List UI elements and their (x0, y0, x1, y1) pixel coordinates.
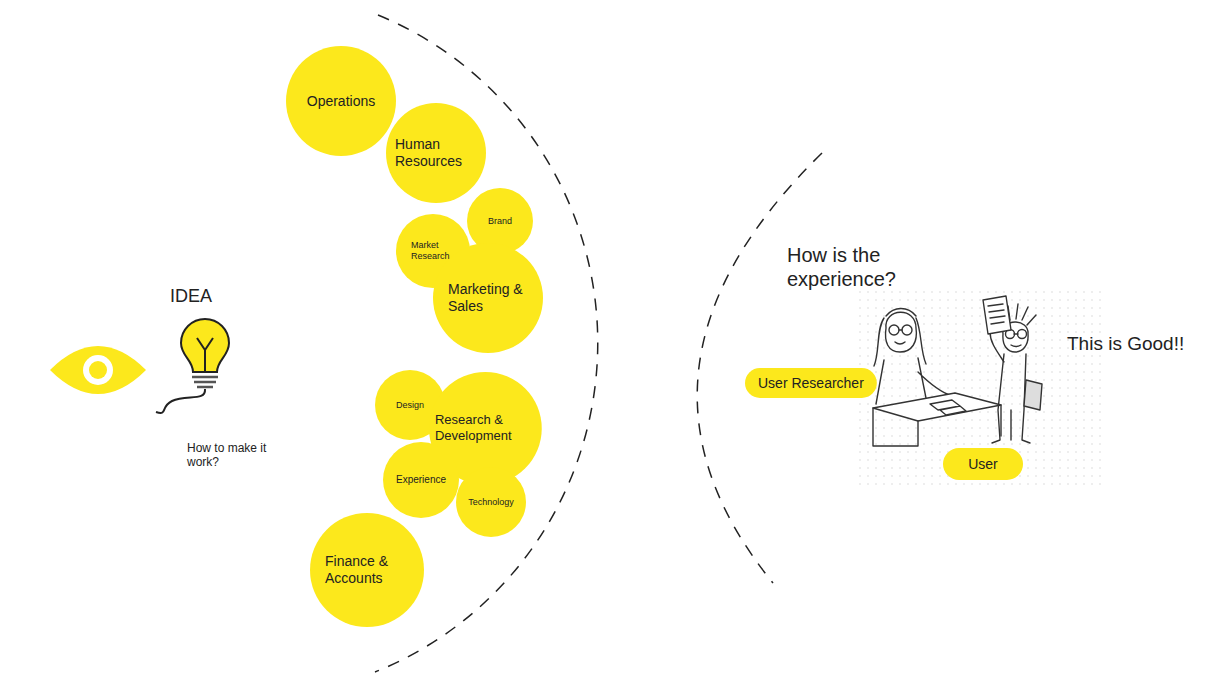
circle-fill (286, 46, 396, 156)
pill-fill (943, 448, 1023, 480)
circle-fill (383, 442, 459, 518)
pill-fill (745, 368, 877, 398)
department-circle: Experience (383, 442, 459, 518)
circle-fill (456, 467, 526, 537)
node-text: Human Resources (395, 136, 477, 170)
node-text: User Researcher (758, 375, 864, 392)
user-face (1011, 334, 1021, 347)
department-circle: Technology (456, 467, 526, 537)
free-label: This is Good!! (1067, 333, 1184, 356)
bulb-base (192, 377, 218, 387)
node-text: User (968, 456, 998, 473)
department-circle: Operations (286, 46, 396, 156)
circle-fill (467, 188, 533, 254)
free-label: How is the experience? (787, 243, 952, 291)
user-paper-lines (988, 304, 1005, 324)
node-text: Research & Development (435, 412, 535, 443)
department-circle: Brand (467, 188, 533, 254)
role-pill: User (943, 448, 1023, 480)
free-label: IDEA (170, 286, 212, 308)
dotted-ground (855, 285, 1105, 485)
eye-shape (50, 346, 146, 394)
user-test-sketch (855, 285, 1105, 485)
circle-fill (433, 243, 543, 353)
user-arm (990, 332, 1004, 362)
researcher-face (895, 330, 905, 344)
researcher-head (886, 312, 917, 352)
lightbulb-icon (156, 319, 229, 413)
node-text: Brand (488, 216, 512, 227)
bulb-glass (181, 319, 229, 372)
desk-top (873, 393, 1001, 421)
researcher-glasses (902, 325, 912, 335)
desk-papers (930, 400, 966, 415)
node-text: Operations (307, 93, 375, 110)
node-text: Experience (396, 474, 446, 486)
user-paper (983, 296, 1011, 334)
department-circle: Human Resources (386, 103, 486, 203)
node-text: Finance & Accounts (325, 553, 409, 587)
node-text: Technology (468, 497, 514, 508)
bulb-filament (197, 338, 213, 372)
bulb-wire (156, 389, 205, 413)
free-label: How to make it work? (187, 441, 279, 470)
circle-fill (310, 513, 424, 627)
node-text: Design (396, 400, 424, 411)
eye-pupil (89, 361, 107, 379)
researcher-glasses (889, 325, 899, 335)
eye-icon (50, 346, 146, 394)
user-book (1024, 380, 1042, 410)
circle-fill (386, 103, 486, 203)
desk-legs (873, 405, 1001, 446)
role-pill: User Researcher (745, 368, 877, 398)
eye-iris (83, 355, 113, 385)
user-glasses (1018, 330, 1027, 339)
department-circle: Finance & Accounts (310, 513, 424, 627)
node-text: Marketing & Sales (448, 281, 528, 315)
node-text: Market Research (411, 240, 455, 262)
